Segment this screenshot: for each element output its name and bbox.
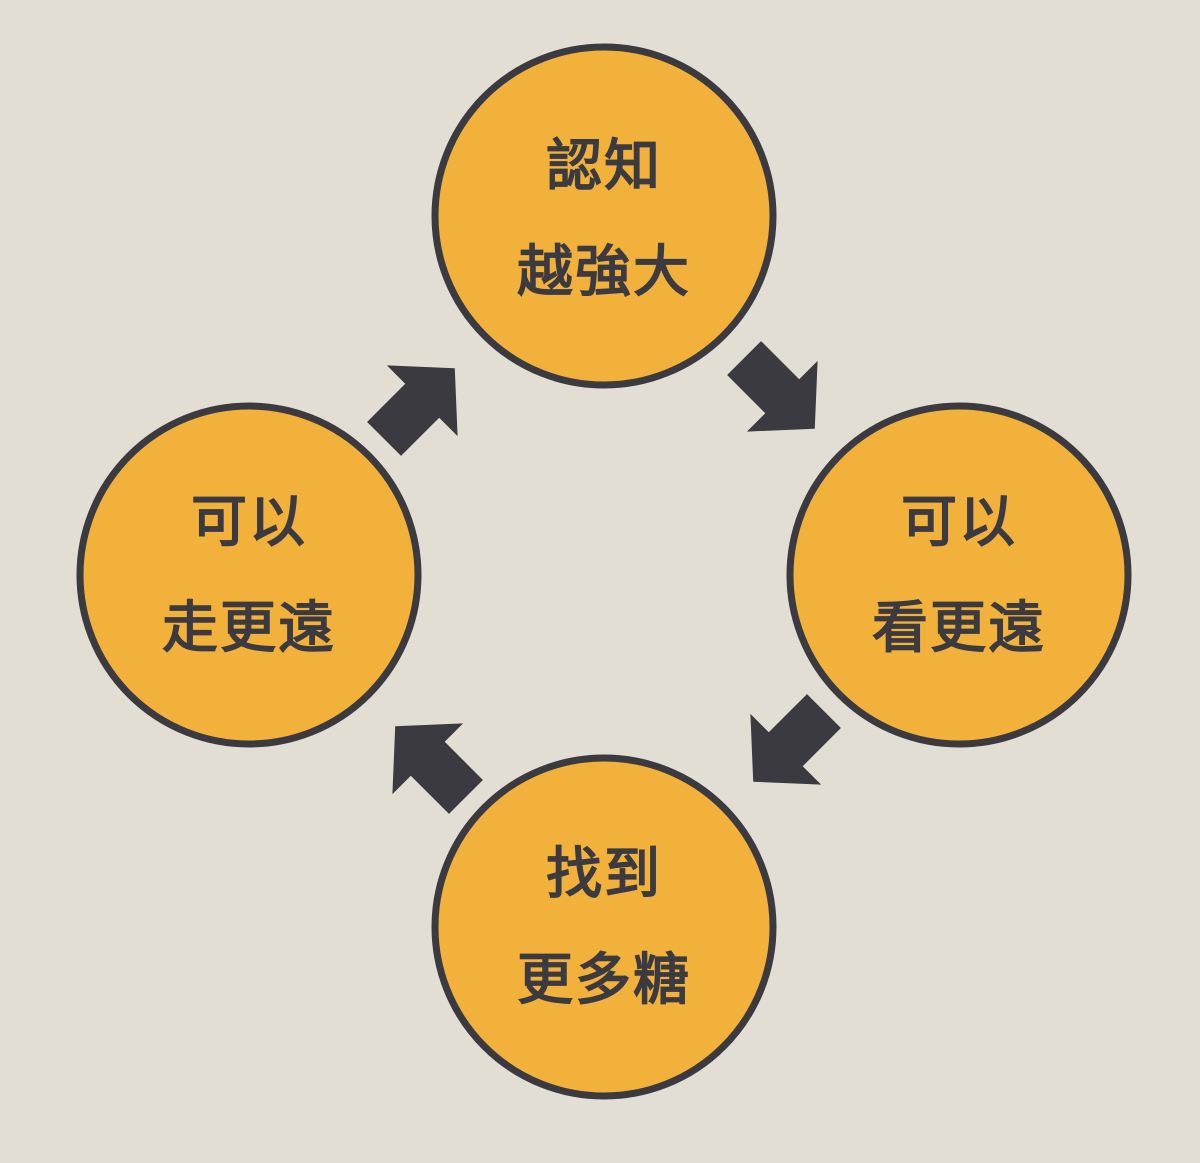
- node-circle-bottom: [431, 754, 777, 1100]
- node-left-line2: 走更遠: [162, 596, 336, 661]
- arrow-down-left-icon: [750, 694, 841, 785]
- node-right-line2: 看更遠: [872, 596, 1046, 661]
- node-top-line1: 認知: [546, 134, 662, 199]
- node-circle-right: [786, 402, 1132, 748]
- node-right-line1: 可以: [901, 490, 1017, 555]
- node-label-top: 認知 越強大: [454, 114, 754, 326]
- node-label-left: 可以 走更遠: [99, 470, 399, 682]
- node-left-line1: 可以: [191, 490, 307, 555]
- arrow-up-left-icon: [392, 723, 483, 814]
- node-circle-top: [431, 43, 777, 389]
- arrow-down-right-icon: [727, 341, 818, 432]
- node-label-right: 可以 看更遠: [809, 470, 1109, 682]
- node-bottom-line2: 更多糖: [517, 948, 691, 1013]
- node-bottom-line1: 找到: [546, 842, 662, 907]
- node-top-line2: 越強大: [517, 240, 691, 305]
- node-label-bottom: 找到 更多糖: [454, 822, 754, 1034]
- arrow-up-right-icon: [367, 365, 458, 456]
- node-circle-left: [76, 402, 422, 748]
